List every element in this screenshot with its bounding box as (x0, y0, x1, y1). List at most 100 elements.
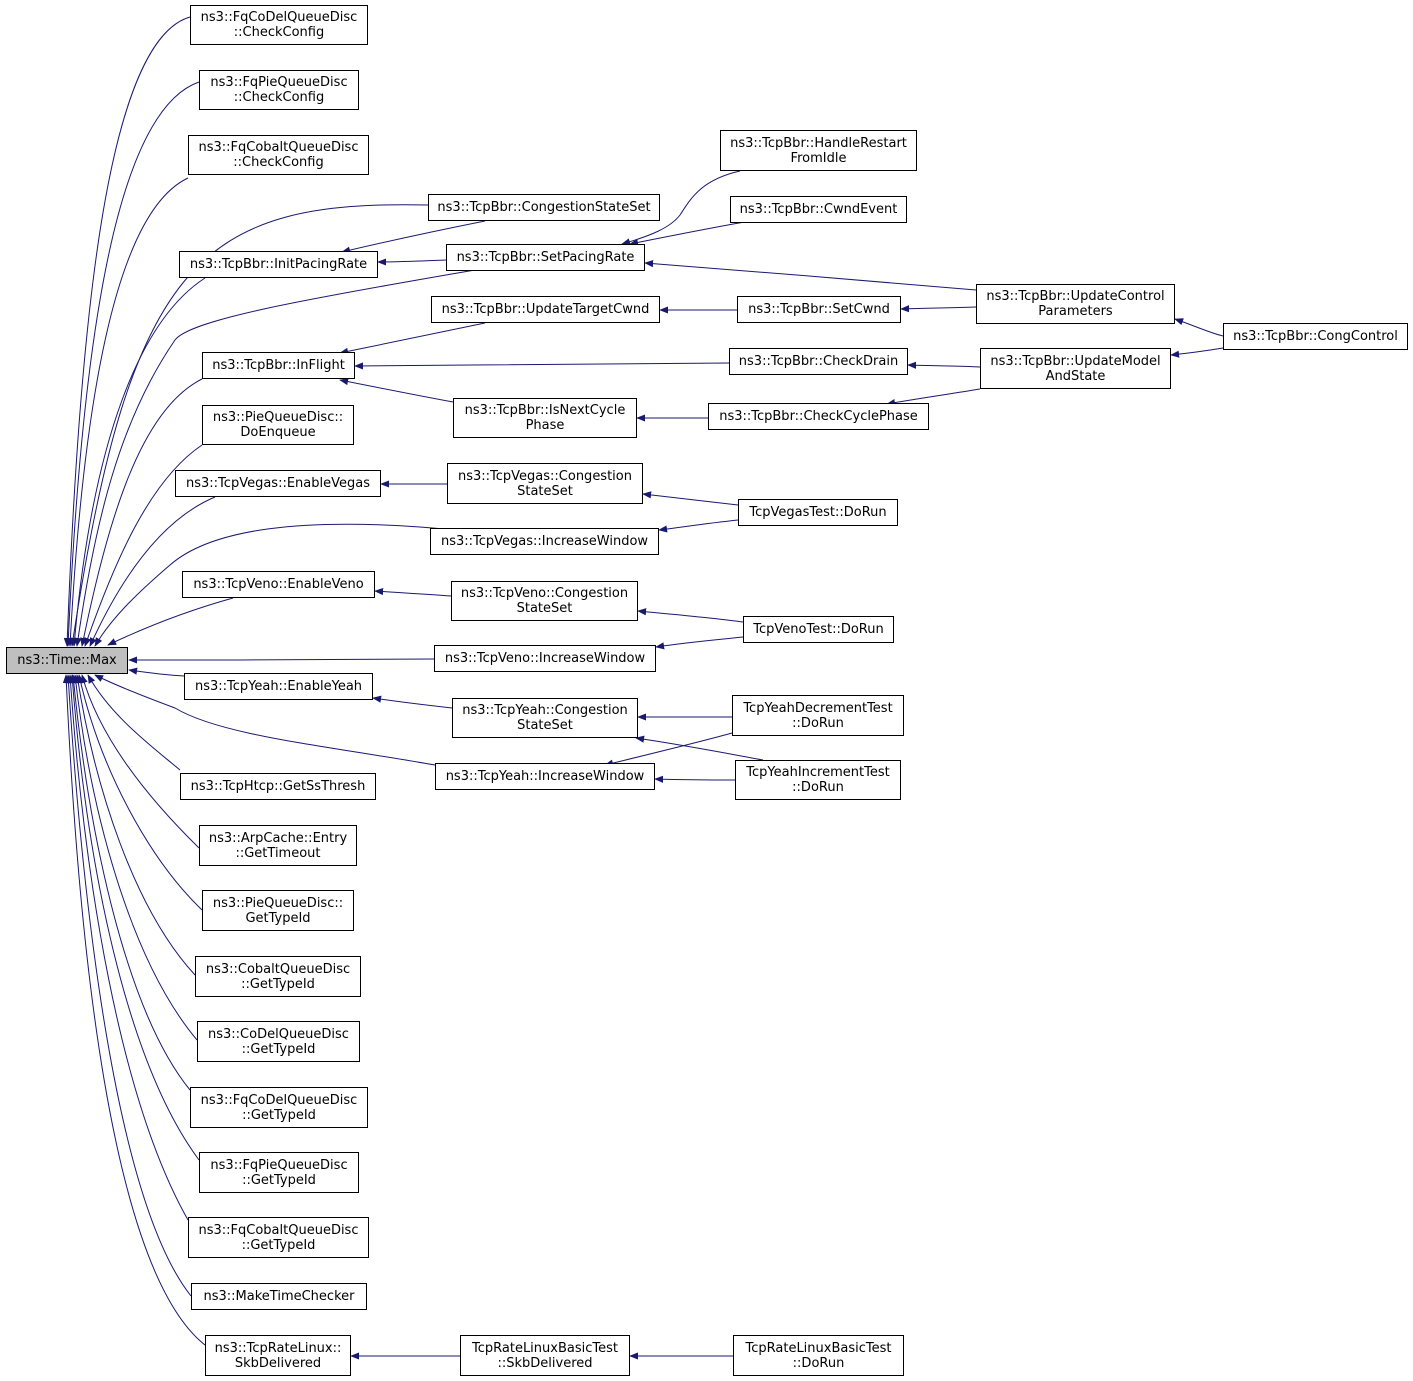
node-label-line: ::GetTypeId (241, 1041, 316, 1057)
edge-bbr-setpacing-to-bbr-initpacing (377, 258, 447, 266)
node-maketimechecker[interactable]: ns3::MakeTimeChecker (191, 1283, 367, 1310)
node-label-line: ns3::CobaltQueueDisc (205, 961, 351, 977)
node-label-line: ns3::TcpYeah::IncreaseWindow (445, 769, 645, 784)
node-label-line: ns3::TcpBbr::SetPacingRate (456, 250, 635, 265)
node-label-line: ns3::Time::Max (17, 653, 117, 668)
node-label-line: SkbDelivered (234, 1355, 322, 1371)
node-vegas-enablevegas[interactable]: ns3::TcpVegas::EnableVegas (175, 470, 381, 497)
node-bbr-setcwnd[interactable]: ns3::TcpBbr::SetCwnd (737, 296, 901, 323)
node-label-line: StateSet (517, 718, 573, 733)
edge-htcp-getss-to-root (87, 674, 181, 771)
node-label-line: ns3::FqCobaltQueueDisc (198, 1222, 359, 1238)
node-bbr-congcontrol[interactable]: ns3::TcpBbr::CongControl (1223, 323, 1408, 350)
node-bbr-checkdrain[interactable]: ns3::TcpBbr::CheckDrain (729, 348, 908, 375)
node-yeahdecrementtest-dorun[interactable]: TcpYeahDecrementTest::DoRun (732, 695, 904, 736)
edge-veno-enable-to-root (107, 597, 234, 646)
node-fqpie-gettypeid[interactable]: ns3::FqPieQueueDisc::GetTypeId (199, 1152, 359, 1193)
edge-veno-test-to-veno-incwin (655, 636, 744, 650)
node-bbr-setpacingrate[interactable]: ns3::TcpBbr::SetPacingRate (446, 244, 645, 271)
node-label-line: ns3::FqPieQueueDisc (210, 75, 348, 90)
edge-make-timechecker-to-root (64, 674, 192, 1297)
node-label-line: ns3::FqCobaltQueueDisc (198, 140, 359, 155)
node-veno-increasewindow[interactable]: ns3::TcpVeno::IncreaseWindow (434, 645, 656, 672)
node-label-line: ::GetTypeId (242, 1172, 316, 1188)
node-label-line: ns3::TcpHtcp::GetSsThresh (190, 779, 366, 794)
node-fqpie-checkconfig[interactable]: ns3::FqPieQueueDisc::CheckConfig (199, 70, 359, 110)
edge-bbr-setpacing-to-root (74, 269, 476, 647)
node-fqcobalt-gettypeid[interactable]: ns3::FqCobaltQueueDisc::GetTypeId (188, 1217, 369, 1258)
node-label-line: ns3::TcpBbr::UpdateTargetCwnd (441, 302, 650, 317)
edge-veno-test-to-veno-congstate (637, 608, 744, 623)
node-venotest-dorun[interactable]: TcpVenoTest::DoRun (743, 616, 894, 643)
node-cobalt-gettypeid[interactable]: ns3::CobaltQueueDisc::GetTypeId (195, 956, 361, 997)
edge-bbr-inflight-to-root (80, 378, 203, 647)
node-label-line: TcpRateLinuxBasicTest (472, 1340, 618, 1356)
node-pie-gettypeid[interactable]: ns3::PieQueueDisc::GetTypeId (202, 890, 354, 931)
node-label-line: ns3::TcpBbr::CwndEvent (739, 202, 898, 217)
node-vegastest-dorun[interactable]: TcpVegasTest::DoRun (738, 499, 898, 526)
node-label-line: ns3::TcpBbr::SetCwnd (748, 302, 890, 317)
node-pie-doenqueue[interactable]: ns3::PieQueueDisc::DoEnqueue (202, 405, 354, 445)
node-yeah-enableyeah[interactable]: ns3::TcpYeah::EnableYeah (184, 673, 373, 700)
edge-bbr-initpacing-to-root (71, 277, 206, 647)
node-label-line: AndState (1045, 368, 1106, 384)
node-label-line: ns3::ArpCache::Entry (208, 830, 348, 846)
edge-bbr-updatecontrol-to-bbr-setcwnd (900, 305, 977, 313)
node-fqcobalt-checkconfig[interactable]: ns3::FqCobaltQueueDisc::CheckConfig (188, 135, 369, 175)
node-bbr-initpacingrate[interactable]: ns3::TcpBbr::InitPacingRate (179, 251, 378, 278)
node-fqcodel-gettypeid[interactable]: ns3::FqCoDelQueueDisc::GetTypeId (190, 1087, 368, 1128)
node-label-line: ns3::TcpVeno::EnableVeno (193, 577, 364, 592)
node-veno-enableveno[interactable]: ns3::TcpVeno::EnableVeno (182, 571, 375, 598)
edge-bbr-cwndevent-to-bbr-setpacing (629, 220, 751, 246)
node-label-line: FromIdle (790, 150, 847, 166)
node-label-line: GetTypeId (245, 910, 311, 926)
edge-cobalt-gettypeid-to-root (74, 674, 196, 976)
node-label-line: TcpVenoTest::DoRun (753, 622, 884, 637)
node-vegas-increasewindow[interactable]: ns3::TcpVegas::IncreaseWindow (430, 528, 659, 555)
edge-codel-gettypeid-to-root (72, 674, 198, 1041)
node-ratelinux-skbdelivered[interactable]: ns3::TcpRateLinux::SkbDelivered (205, 1335, 351, 1376)
node-yeahincrementtest-dorun[interactable]: TcpYeahIncrementTest::DoRun (735, 760, 901, 800)
node-ratelinuxbasictest-skbdelivered[interactable]: TcpRateLinuxBasicTest::SkbDelivered (460, 1335, 630, 1376)
edge-yeah-inctest-to-yeah-congstate (635, 735, 764, 761)
edge-bbr-congcontrol-to-bbr-updatecontrol (1174, 318, 1224, 337)
node-bbr-updatetargetcwnd[interactable]: ns3::TcpBbr::UpdateTargetCwnd (431, 296, 660, 323)
edge-bbr-checkdrain-to-bbr-inflight (354, 362, 730, 370)
edge-bbr-updatemodel-to-bbr-checkdrain (907, 361, 981, 369)
node-label-line: ns3::TcpRateLinux:: (214, 1340, 342, 1356)
edge-bbr-updatetarget-to-bbr-inflight (339, 322, 486, 355)
node-label-line: ns3::CoDelQueueDisc (208, 1026, 349, 1042)
node-codel-gettypeid[interactable]: ns3::CoDelQueueDisc::GetTypeId (197, 1021, 360, 1062)
node-arpcache-entry-gettimeout[interactable]: ns3::ArpCache::Entry::GetTimeout (199, 825, 357, 866)
node-label-line: ::GetTimeout (235, 845, 321, 861)
node-bbr-inflight[interactable]: ns3::TcpBbr::InFlight (202, 352, 355, 379)
node-label-line: ns3::TcpBbr::CheckCyclePhase (719, 409, 918, 424)
edge-bbr-updatecontrol-to-bbr-setpacing (644, 260, 977, 291)
node-bbr-checkcyclephase[interactable]: ns3::TcpBbr::CheckCyclePhase (708, 403, 929, 430)
node-label-line: ns3::TcpBbr::UpdateControl (986, 289, 1165, 304)
edge-vegas-incwin-to-root (94, 523, 456, 647)
node-htcp-getssthresh[interactable]: ns3::TcpHtcp::GetSsThresh (180, 773, 376, 800)
edge-vegas-test-to-vegas-incwin (658, 519, 739, 533)
node-label-line: ns3::TcpBbr::HandleRestart (730, 135, 907, 151)
node-bbr-congestionstateset[interactable]: ns3::TcpBbr::CongestionStateSet (428, 194, 660, 221)
node-label-line: ns3::FqCoDelQueueDisc (200, 1092, 358, 1108)
node-fqcodel-checkconfig[interactable]: ns3::FqCoDelQueueDisc::CheckConfig (190, 5, 368, 45)
edge-pie-gettypeid-to-root (77, 674, 203, 911)
node-yeah-increasewindow[interactable]: ns3::TcpYeah::IncreaseWindow (435, 763, 655, 790)
node-bbr-cwndevent[interactable]: ns3::TcpBbr::CwndEvent (730, 196, 907, 223)
node-label-line: ::CheckConfig (233, 155, 324, 170)
edge-pie-doenqueue-to-root (84, 444, 203, 647)
node-label-line: ::DoRun (792, 1355, 845, 1371)
node-ratelinuxbasictest-dorun[interactable]: TcpRateLinuxBasicTest::DoRun (733, 1335, 904, 1376)
node-label-line: ns3::TcpBbr::UpdateModel (990, 353, 1161, 369)
